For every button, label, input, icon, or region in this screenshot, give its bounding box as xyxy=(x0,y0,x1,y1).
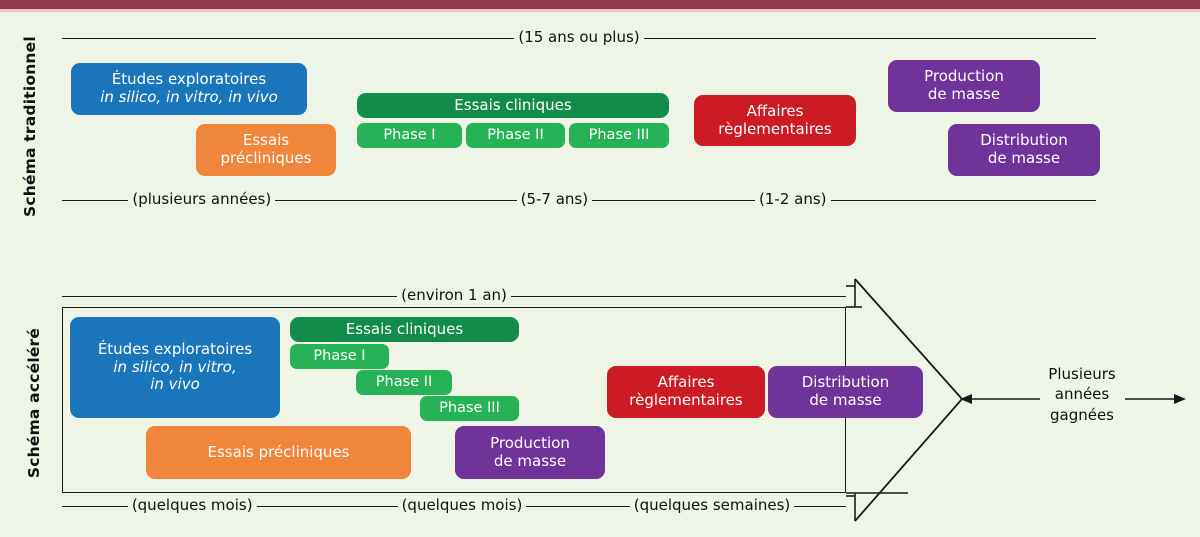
timeline-segment xyxy=(526,505,630,507)
box-affaires-reglementaires-traditional[interactable]: Affaires règlementaires xyxy=(694,95,856,146)
box-line: Phase II xyxy=(487,126,544,143)
box-distribution-de-masse-traditional[interactable]: Distribution de masse xyxy=(948,124,1100,176)
box-line: de masse xyxy=(987,149,1061,167)
box-essais-cliniques-traditional[interactable]: Essais cliniques xyxy=(357,93,669,118)
box-phase-3-traditional[interactable]: Phase III xyxy=(569,123,669,148)
box-affaires-reglementaires-accelerated[interactable]: Affaires règlementaires xyxy=(607,366,765,418)
box-line: Phase II xyxy=(375,373,433,390)
traditional-bottom-timeline: (plusieurs années) (5-7 ans) (1-2 ans) xyxy=(62,190,1097,210)
timeline-segment xyxy=(592,199,756,201)
row-label-traditional: Schéma traditionnel xyxy=(21,36,39,217)
box-line: Études exploratoires xyxy=(111,70,267,89)
box-line: Essais précliniques xyxy=(207,442,350,461)
timeline-caption-3: (1-2 ans) xyxy=(759,190,827,208)
timeline-caption-1: (plusieurs années) xyxy=(132,190,272,208)
box-distribution-de-masse-accelerated[interactable]: Distribution de masse xyxy=(768,366,923,418)
box-line-italic: in silico, in vitro, in vivo xyxy=(100,88,278,106)
timeline-caption-2: (5-7 ans) xyxy=(520,190,589,208)
box-line: de masse xyxy=(927,85,1001,103)
box-line-italic: in silico, in vitro, xyxy=(113,357,237,376)
accelerated-bottom-timeline: (quelques mois) (quelques mois) (quelque… xyxy=(62,496,846,516)
box-line: Phase III xyxy=(439,399,500,416)
timeline-caption-total: (15 ans ou plus) xyxy=(518,28,640,46)
box-line-italic: in vivo xyxy=(150,375,200,394)
timeline-segment xyxy=(62,37,515,39)
box-line: Distribution xyxy=(801,373,890,392)
accent-bar-underline xyxy=(0,9,1200,12)
box-line: de masse xyxy=(809,391,882,409)
gain-arrow-right-head xyxy=(1174,394,1186,404)
timeline-segment xyxy=(643,37,1096,39)
box-line: Phase I xyxy=(313,347,366,364)
box-line: Essais xyxy=(242,131,290,150)
box-line: précliniques xyxy=(220,149,312,167)
box-line: Études exploratoires xyxy=(97,339,253,358)
box-essais-cliniques-accelerated[interactable]: Essais cliniques xyxy=(290,317,519,342)
timeline-segment xyxy=(510,295,847,297)
box-line: de masse xyxy=(493,451,567,470)
gain-arrow-left-head xyxy=(960,394,972,404)
timeline-segment xyxy=(62,199,129,201)
accent-bar xyxy=(0,0,1200,9)
box-production-de-masse-accelerated[interactable]: Production de masse xyxy=(455,426,605,479)
box-line: Affaires xyxy=(657,373,715,392)
box-line: Affaires xyxy=(746,101,804,120)
timeline-segment xyxy=(275,199,517,201)
accelerated-top-timeline: (environ 1 an) xyxy=(62,286,847,306)
gain-annotation-text: Plusieurs années gagnées xyxy=(1048,365,1116,424)
timeline-caption-1: (quelques mois) xyxy=(131,496,253,514)
box-line: Essais cliniques xyxy=(345,319,464,338)
box-line: Production xyxy=(490,433,570,452)
timeline-caption-2: (quelques mois) xyxy=(401,496,523,514)
box-production-de-masse-traditional[interactable]: Production de masse xyxy=(888,60,1040,112)
traditional-top-timeline: (15 ans ou plus) xyxy=(62,28,1096,48)
box-etudes-exploratoires-traditional[interactable]: Études exploratoires in silico, in vitro… xyxy=(71,63,307,115)
box-line: Essais cliniques xyxy=(454,95,572,114)
box-line: Phase III xyxy=(588,126,650,143)
timeline-segment xyxy=(62,505,128,507)
box-phase-2-traditional[interactable]: Phase II xyxy=(466,123,565,148)
timeline-caption-total: (environ 1 an) xyxy=(401,286,507,304)
box-phase-3-accelerated[interactable]: Phase III xyxy=(420,396,519,421)
timeline-segment xyxy=(256,505,398,507)
timeline-caption-3: (quelques semaines) xyxy=(633,496,791,514)
row-label-accelerated: Schéma accéléré xyxy=(25,327,43,479)
box-essais-precliniques-traditional[interactable]: Essais précliniques xyxy=(196,124,336,176)
box-line: Phase I xyxy=(383,126,436,143)
timeline-segment xyxy=(62,295,398,297)
timeline-segment xyxy=(794,505,846,507)
timeline-segment xyxy=(830,199,1097,201)
box-phase-1-traditional[interactable]: Phase I xyxy=(357,123,462,148)
box-etudes-exploratoires-accelerated[interactable]: Études exploratoires in silico, in vitro… xyxy=(70,317,280,418)
box-line: règlementaires xyxy=(629,391,743,409)
box-essais-precliniques-accelerated[interactable]: Essais précliniques xyxy=(146,426,411,479)
box-line: règlementaires xyxy=(718,119,832,138)
box-line: Production xyxy=(924,67,1004,86)
box-line: Distribution xyxy=(980,131,1068,150)
box-phase-1-accelerated[interactable]: Phase I xyxy=(290,344,389,369)
box-phase-2-accelerated[interactable]: Phase II xyxy=(356,370,452,395)
